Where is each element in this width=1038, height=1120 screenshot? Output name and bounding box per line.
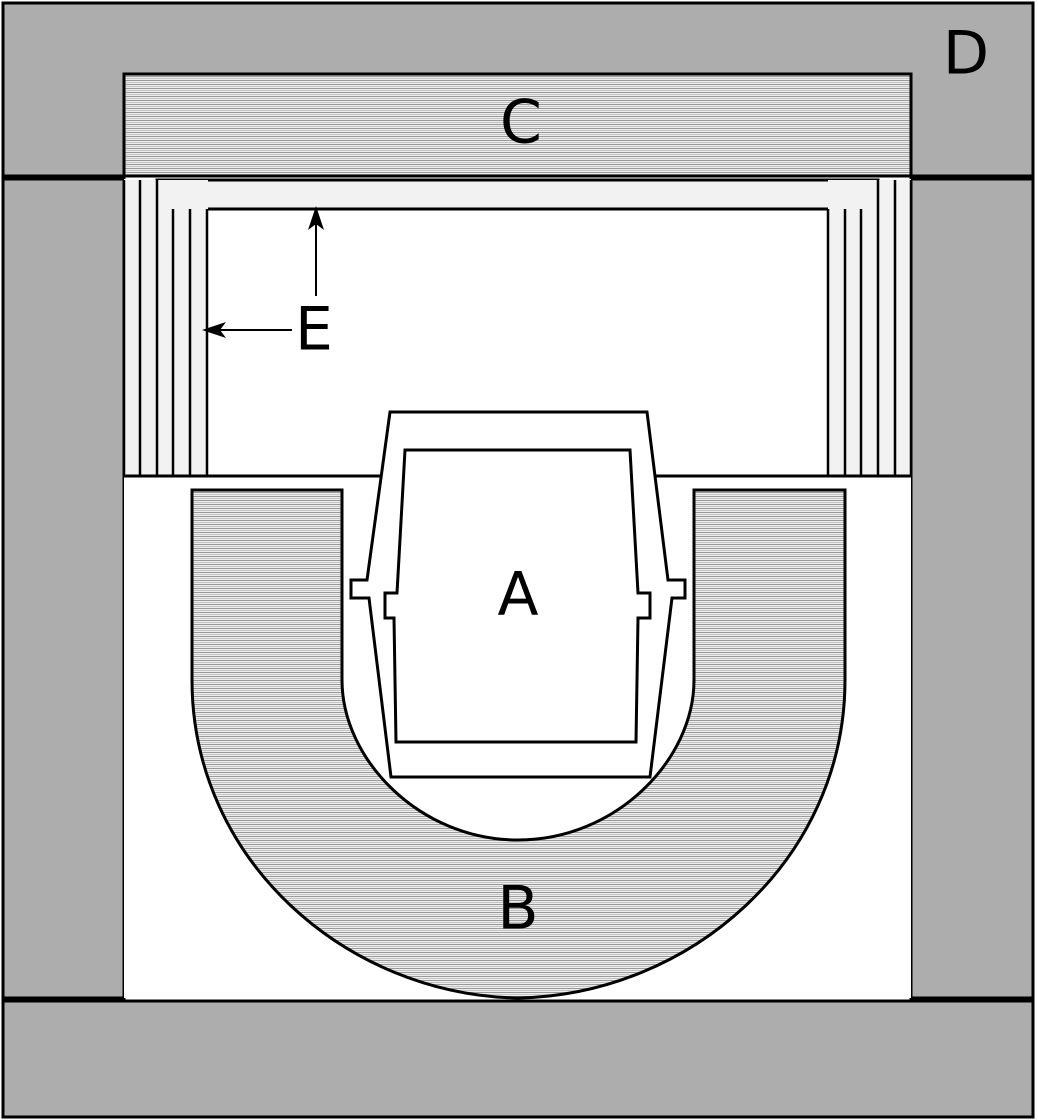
- label-d: D: [943, 19, 989, 89]
- u-block-b: [190, 488, 847, 1000]
- left-side-shields: [122, 180, 209, 476]
- top-shield-e: [155, 178, 880, 211]
- arrow-left-to-side-shield: [202, 322, 292, 338]
- enclosure-bottom-wall: [1, 999, 1035, 1119]
- label-a: A: [497, 560, 538, 630]
- enclosure-right-wall: [909, 177, 1035, 1000]
- right-shield-layer: [828, 180, 911, 476]
- arrow-up-to-top-shield: [308, 206, 324, 296]
- label-e: E: [295, 295, 333, 365]
- enclosure-left-wall: [1, 177, 126, 1000]
- label-b: B: [497, 874, 538, 944]
- top-plate-c: [122, 72, 913, 178]
- inner-vessel-a: [383, 448, 652, 744]
- label-c: C: [500, 88, 542, 158]
- right-side-shields: [826, 180, 913, 476]
- left-shield-layer: [124, 180, 208, 476]
